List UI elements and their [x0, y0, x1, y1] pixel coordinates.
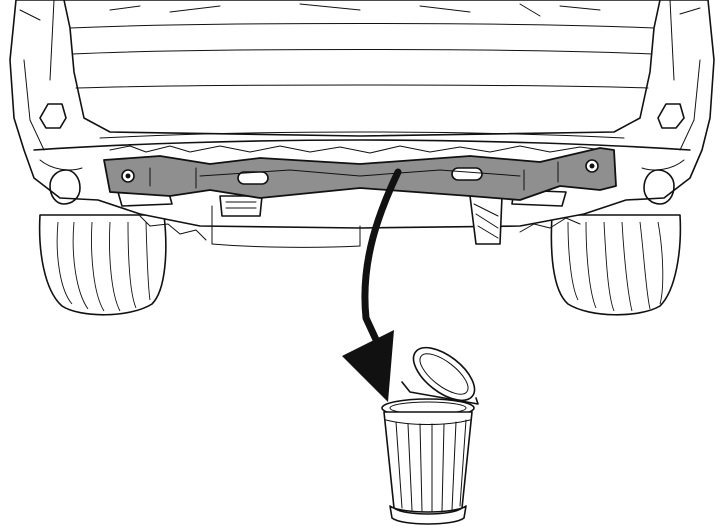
left-rear-tire — [38, 214, 167, 316]
left-slot — [237, 171, 269, 185]
trash-can-lid — [401, 346, 479, 405]
right-bolt-center — [589, 163, 595, 169]
trash-can-body — [383, 411, 473, 515]
right-slot — [451, 167, 483, 181]
rear-crossmember-bar — [103, 147, 617, 201]
right-tire-tread — [567, 221, 664, 312]
curved-arrow-icon — [342, 168, 402, 402]
vehicle-body — [9, 0, 715, 248]
left-bolt-center — [125, 173, 131, 179]
right-rear-tire — [550, 214, 682, 316]
left-tire-tread — [56, 221, 151, 312]
trash-can-icon — [381, 346, 479, 525]
